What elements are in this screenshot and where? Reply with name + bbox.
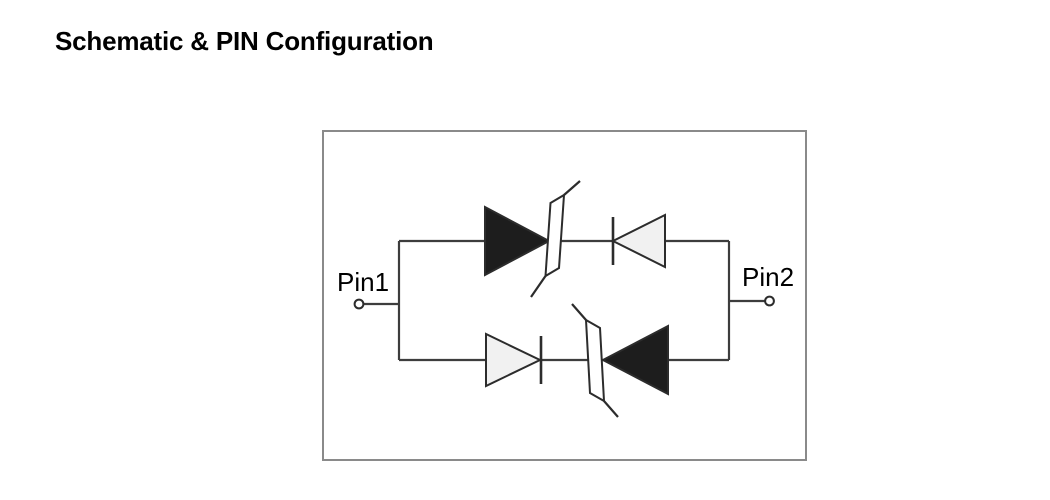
zener-cathode-band-bottom-icon <box>584 318 606 403</box>
diode-outline-right-icon <box>485 332 543 388</box>
zener-cathode-band-top-icon <box>544 193 566 278</box>
circuit-wires <box>363 239 765 362</box>
schematic-frame <box>322 130 807 461</box>
diode-filled-right-icon <box>484 205 552 277</box>
diode-filled-left-icon <box>600 324 669 396</box>
pin2-terminal-icon <box>764 295 775 307</box>
zener-cathode-tails-top-icon <box>530 180 581 298</box>
pin1-terminal-icon <box>353 298 365 310</box>
zener-cathode-tails-bottom-icon <box>571 303 619 418</box>
pin1-label: Pin1 <box>337 267 390 297</box>
page-title: Schematic & PIN Configuration <box>55 26 434 56</box>
diode-outline-left-icon <box>610 213 666 269</box>
pin2-label: Pin2 <box>742 262 795 292</box>
